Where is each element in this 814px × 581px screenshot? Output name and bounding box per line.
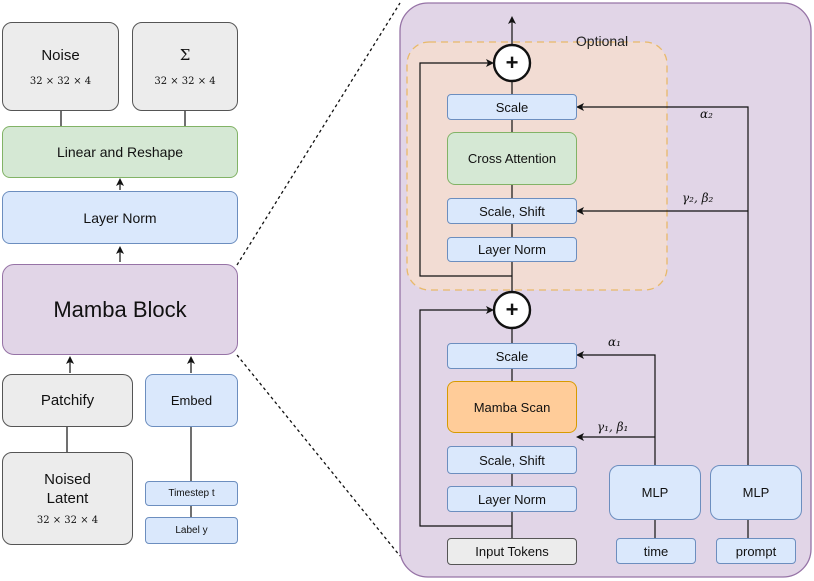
noised-latent-box: Noised Latent 32 × 32 × 4 xyxy=(2,452,133,545)
plus-top-symbol: + xyxy=(505,50,519,75)
sigma-box: Σ 32 × 32 × 4 xyxy=(132,22,238,111)
time-box: time xyxy=(616,538,696,564)
input-tokens-box: Input Tokens xyxy=(447,538,577,565)
cross-attention-box: Cross Attention xyxy=(447,132,577,185)
sigma-title: Σ xyxy=(179,46,191,64)
prompt-box: prompt xyxy=(716,538,796,564)
mlp-prompt-box: MLP xyxy=(710,465,802,520)
gamma1-beta1-label: γ₁, β₁ xyxy=(597,420,629,434)
alpha2-label: α₂ xyxy=(700,107,713,121)
mamba-block-box: Mamba Block xyxy=(2,264,238,355)
embed-box: Embed xyxy=(145,374,238,427)
sigma-dims: 32 × 32 × 4 xyxy=(154,76,216,87)
linear-reshape-box: Linear and Reshape xyxy=(2,126,238,178)
residual-add-bottom-circle xyxy=(492,290,532,330)
plus-bottom-symbol: + xyxy=(505,297,519,322)
noise-dims: 32 × 32 × 4 xyxy=(29,75,92,87)
scale-shift-bottom-box: Scale, Shift xyxy=(447,446,577,474)
noise-box: Noise 32 × 32 × 4 xyxy=(2,22,119,111)
residual-add-top-circle xyxy=(492,43,532,83)
layer-norm-box: Layer Norm xyxy=(2,191,238,244)
scale-bottom-box: Scale xyxy=(447,343,577,369)
patchify-box: Patchify xyxy=(2,374,133,427)
zoom-line-top xyxy=(236,2,401,266)
layer-norm-bottom-box: Layer Norm xyxy=(447,486,577,512)
gamma2-beta2-label: γ₂, β₂ xyxy=(682,191,714,205)
mlp-time-box: MLP xyxy=(609,465,701,520)
optional-label: Optional xyxy=(575,33,629,49)
layer-norm-top-box: Layer Norm xyxy=(447,237,577,262)
timestep-box: Timestep t xyxy=(145,481,238,506)
scale-top-box: Scale xyxy=(447,94,577,120)
noise-title: Noise xyxy=(41,46,80,64)
label-box: Label y xyxy=(145,517,238,544)
mamba-scan-box: Mamba Scan xyxy=(447,381,577,433)
alpha1-label: α₁ xyxy=(608,335,621,349)
zoom-line-bottom xyxy=(236,354,401,557)
noised-latent-line1: Noised xyxy=(44,471,91,488)
scale-shift-top-box: Scale, Shift xyxy=(447,198,577,224)
noised-latent-dims: 32 × 32 × 4 xyxy=(36,515,99,526)
noised-latent-line2: Latent xyxy=(46,490,89,507)
